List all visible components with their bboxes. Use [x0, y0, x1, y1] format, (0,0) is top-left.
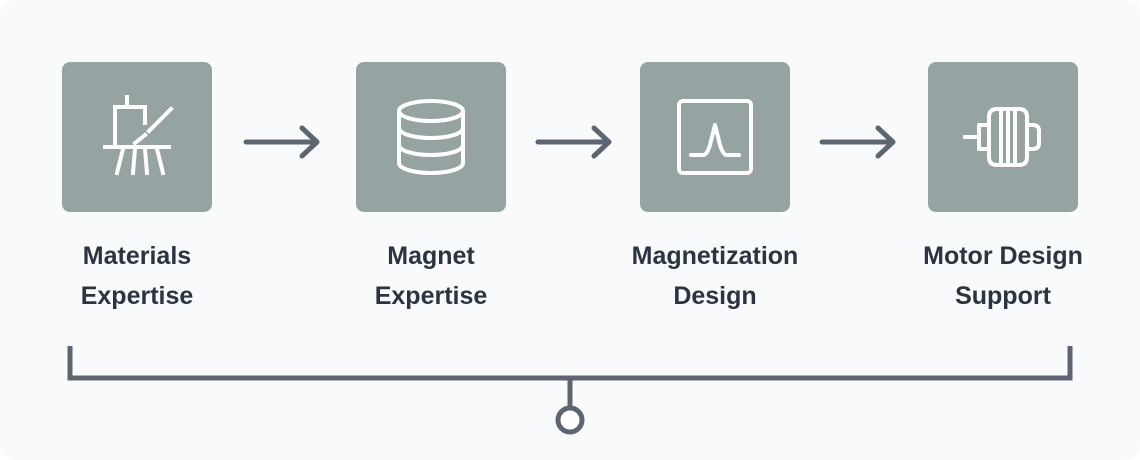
- arrow-icon: [819, 125, 896, 159]
- step-magnet-label: Magnet Expertise: [311, 236, 551, 316]
- peak-graph-icon: [677, 99, 753, 175]
- arrow-icon: [535, 125, 612, 159]
- step-magnetization-tile: [640, 62, 790, 212]
- database-icon: [397, 99, 465, 175]
- step-line: Design: [673, 282, 757, 310]
- step-materials-label: Materials Expertise: [17, 236, 257, 316]
- step-line: Expertise: [374, 282, 488, 310]
- step-motor-tile: [928, 62, 1078, 212]
- step-line: Motor Design: [923, 242, 1083, 270]
- connector-node: [555, 405, 585, 435]
- step-magnet-tile: [356, 62, 506, 212]
- step-line: Expertise: [80, 282, 194, 310]
- step-line: Support: [955, 282, 1051, 310]
- step-line: Magnet: [387, 242, 475, 270]
- easel-icon: [103, 95, 174, 176]
- arrow-icon: [243, 125, 320, 159]
- motor-icon: [963, 107, 1041, 167]
- step-magnetization-label: Magnetization Design: [595, 236, 835, 316]
- step-line: Materials: [82, 242, 192, 270]
- step-materials-tile: [62, 62, 212, 212]
- step-line: Magnetization: [631, 242, 799, 270]
- step-motor-label: Motor Design Support: [883, 236, 1123, 316]
